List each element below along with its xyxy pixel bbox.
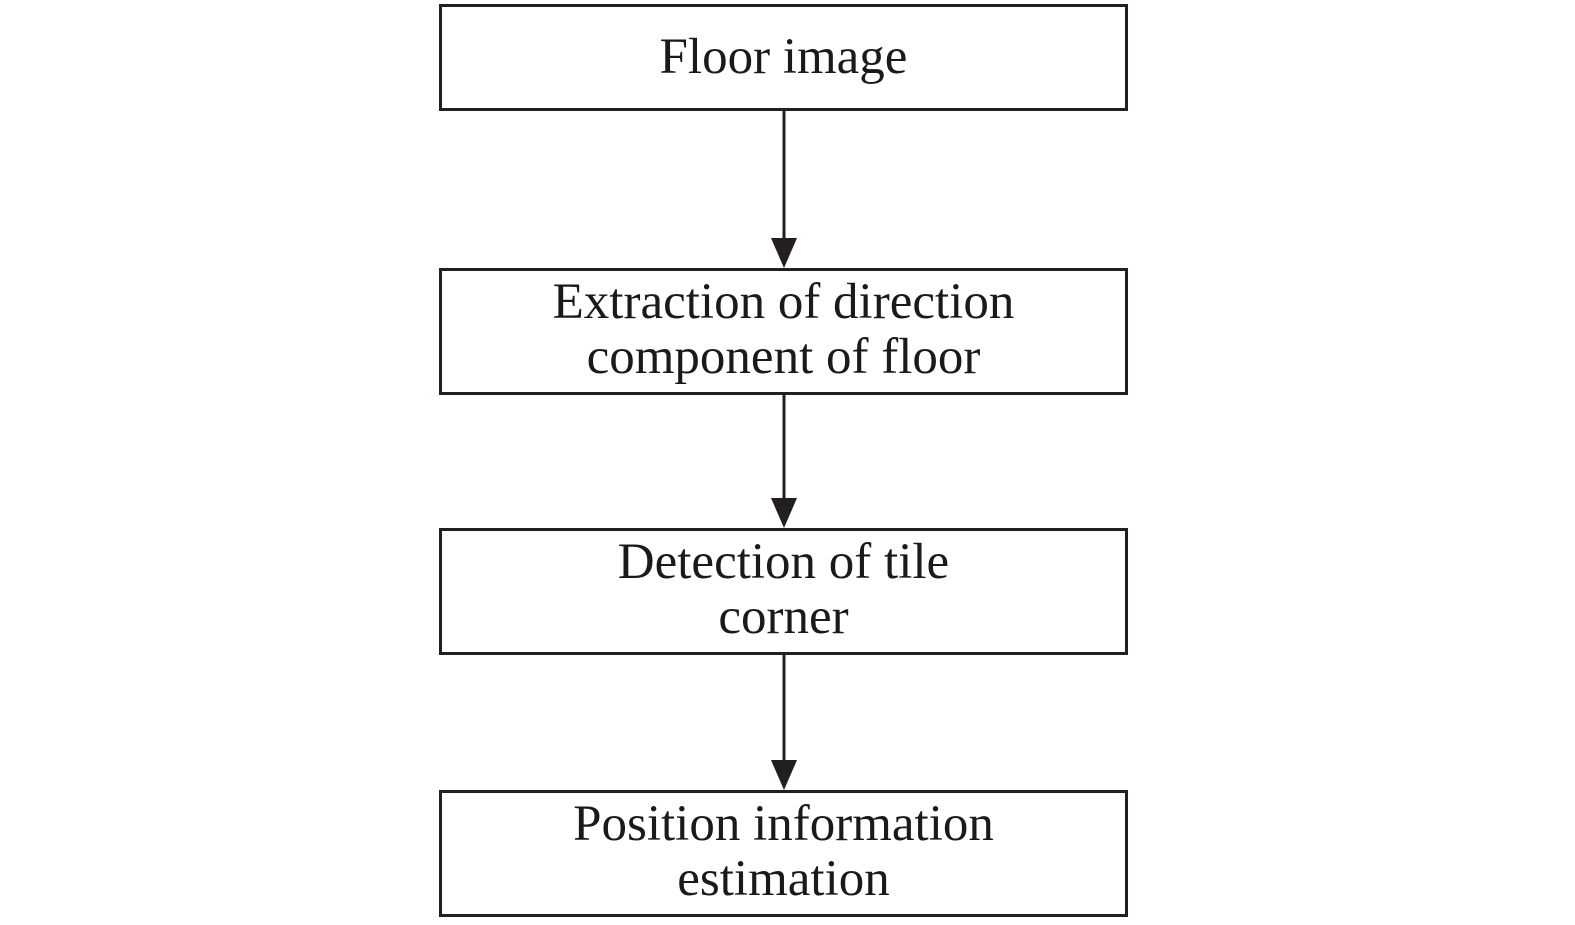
arrowhead — [771, 760, 797, 790]
arrowhead — [771, 498, 797, 528]
edge-floor-image-to-direction-extraction — [771, 111, 797, 268]
arrowhead — [771, 238, 797, 268]
node-position-estimation: Position information estimation — [439, 790, 1128, 917]
node-direction-extraction-label: Extraction of direction component of flo… — [552, 273, 1015, 385]
node-tile-corner-detection-label: Detection of tile corner — [617, 533, 950, 645]
node-direction-extraction: Extraction of direction component of flo… — [439, 268, 1128, 395]
node-floor-image-label: Floor image — [659, 29, 908, 85]
node-position-estimation-label: Position information estimation — [573, 795, 994, 907]
node-tile-corner-detection: Detection of tile corner — [439, 528, 1128, 655]
edge-direction-extraction-to-tile-corner-detection — [771, 395, 797, 528]
node-floor-image: Floor image — [439, 4, 1128, 111]
edge-tile-corner-detection-to-position-estimation — [771, 655, 797, 790]
